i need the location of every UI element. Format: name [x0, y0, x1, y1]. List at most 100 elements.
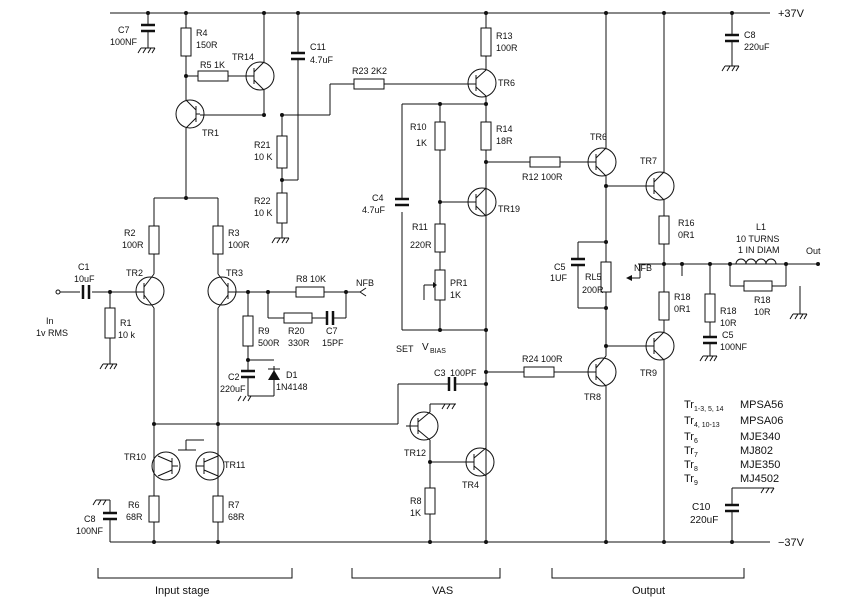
transistor-tr1: TR1 [175, 99, 219, 138]
svg-text:R12 100R: R12 100R [522, 172, 563, 182]
svg-text:100NF: 100NF [110, 37, 138, 47]
svg-text:TR6: TR6 [498, 78, 515, 88]
svg-text:500R: 500R [258, 338, 280, 348]
resistor-r6: R6 68R [126, 495, 160, 523]
svg-text:68R: 68R [228, 512, 245, 522]
svg-text:R10: R10 [410, 122, 427, 132]
svg-text:C2: C2 [228, 372, 240, 382]
resistor-r18-inductor: R18 10R [743, 280, 773, 317]
svg-text:TR6: TR6 [590, 132, 607, 142]
svg-text:0R1: 0R1 [674, 304, 691, 314]
svg-text:TR8: TR8 [584, 392, 601, 402]
transistor-tr14: TR14 [232, 52, 275, 91]
svg-text:TR7: TR7 [640, 156, 657, 166]
capacitor-c1: C1 10uF [74, 262, 95, 299]
transistor-tr12: TR12 [404, 411, 439, 458]
parts-list-row: Tr8 MJE350 [684, 459, 780, 473]
svg-text:Tr9: Tr9 [684, 473, 698, 487]
svg-text:1K: 1K [416, 138, 427, 148]
svg-text:0R1: 0R1 [678, 230, 695, 240]
svg-text:10 K: 10 K [254, 152, 273, 162]
svg-text:R18: R18 [720, 306, 737, 316]
svg-text:15PF: 15PF [322, 338, 344, 348]
svg-text:R8: R8 [410, 496, 422, 506]
negative-rail: −37V [110, 537, 805, 549]
svg-text:R1: R1 [120, 318, 132, 328]
svg-text:MJE350: MJE350 [740, 459, 780, 471]
resistor-r11: R11 220R [410, 222, 446, 253]
svg-text:MPSA56: MPSA56 [740, 399, 783, 411]
svg-text:100R: 100R [496, 43, 518, 53]
transistor-tr11: TR11 [195, 451, 245, 481]
svg-text:Tr7: Tr7 [684, 445, 698, 459]
resistor-r1: R1 10 k [104, 307, 136, 340]
transistor-tr3: TR3 [207, 268, 243, 309]
svg-text:Out: Out [806, 246, 821, 256]
svg-text:220uF: 220uF [220, 384, 246, 394]
capacitor-c7-top: C7 100NF [110, 23, 155, 47]
svg-text:R14: R14 [496, 124, 513, 134]
svg-text:R3: R3 [228, 228, 240, 238]
svg-text:Tr4, 10-13: Tr4, 10-13 [684, 415, 720, 429]
parts-list-row: Tr1-3, 5, 14 MPSA56 [684, 399, 783, 413]
capacitor-c5-zobel: C5 100NF [703, 330, 748, 352]
svg-text:1N4148: 1N4148 [276, 382, 308, 392]
svg-text:PR1: PR1 [450, 278, 468, 288]
capacitor-c11: C11 4.7uF [291, 42, 334, 65]
svg-text:R4: R4 [196, 28, 208, 38]
resistor-r8-vas: R8 1K [410, 487, 436, 518]
svg-text:R23 2K2: R23 2K2 [352, 66, 387, 76]
transistor-tr19: TR19 [467, 187, 520, 217]
svg-text:R7: R7 [228, 500, 240, 510]
resistor-r23: R23 2K2 [352, 66, 387, 90]
resistor-r22: R22 10 K [254, 192, 288, 224]
svg-text:100NF: 100NF [76, 526, 104, 536]
nfb-output-tag: NFB [626, 263, 652, 281]
input-terminal: In 1v RMS [36, 289, 68, 338]
svg-text:R5 1K: R5 1K [200, 60, 225, 70]
svg-text:200R: 200R [582, 285, 604, 295]
resistor-r14: R14 18R [480, 121, 513, 151]
svg-text:R9: R9 [258, 326, 270, 336]
svg-text:220R: 220R [410, 240, 432, 250]
svg-text:R6: R6 [128, 500, 140, 510]
potentiometer-pr1: PR1 1K [424, 269, 468, 301]
resistor-r24: R24 100R [522, 354, 563, 378]
svg-text:D1: D1 [286, 370, 298, 380]
capacitor-c7-bottom: C7 15PF [322, 311, 344, 348]
svg-text:V: V [422, 342, 429, 353]
transistor-tr4: TR4 [462, 447, 495, 490]
svg-text:220uF: 220uF [744, 42, 770, 52]
transistor-tr2: TR2 [126, 268, 165, 309]
svg-text:NFB: NFB [356, 278, 374, 288]
svg-text:100NF: 100NF [720, 342, 748, 352]
svg-text:4.7uF: 4.7uF [362, 205, 386, 215]
svg-text:10 TURNS: 10 TURNS [736, 234, 779, 244]
wiring [60, 13, 818, 542]
svg-text:TR1: TR1 [202, 128, 219, 138]
svg-text:C7: C7 [118, 25, 130, 35]
resistor-r4: R4 150R [180, 27, 218, 57]
svg-text:10 k: 10 k [118, 330, 136, 340]
capacitor-c8-bottom: C8 100NF [76, 511, 117, 536]
svg-text:1 IN DIAM: 1 IN DIAM [738, 245, 780, 255]
parts-list: Tr1-3, 5, 14 MPSA56 Tr4, 10-13 MPSA06 Tr… [684, 399, 783, 487]
svg-text:R13: R13 [496, 31, 513, 41]
capacitor-c2: C2 220uF [220, 369, 255, 394]
svg-text:SET: SET [396, 344, 414, 354]
svg-text:TR14: TR14 [232, 52, 254, 62]
svg-text:R18: R18 [754, 295, 771, 305]
svg-text:100R: 100R [228, 240, 250, 250]
svg-text:MJ802: MJ802 [740, 445, 773, 457]
transistor-tr7: TR7 [640, 156, 675, 201]
transistor-tr6-driver: TR6 [587, 132, 617, 177]
resistor-r10: R10 1K [410, 121, 446, 151]
resistor-rl5: RL5 200R [582, 261, 612, 295]
svg-text:R18: R18 [674, 292, 691, 302]
svg-text:10uF: 10uF [74, 274, 95, 284]
section-output: Output [551, 568, 745, 597]
svg-text:Tr8: Tr8 [684, 459, 698, 473]
resistor-r9: R9 500R [242, 315, 280, 348]
svg-text:R21: R21 [254, 140, 271, 150]
